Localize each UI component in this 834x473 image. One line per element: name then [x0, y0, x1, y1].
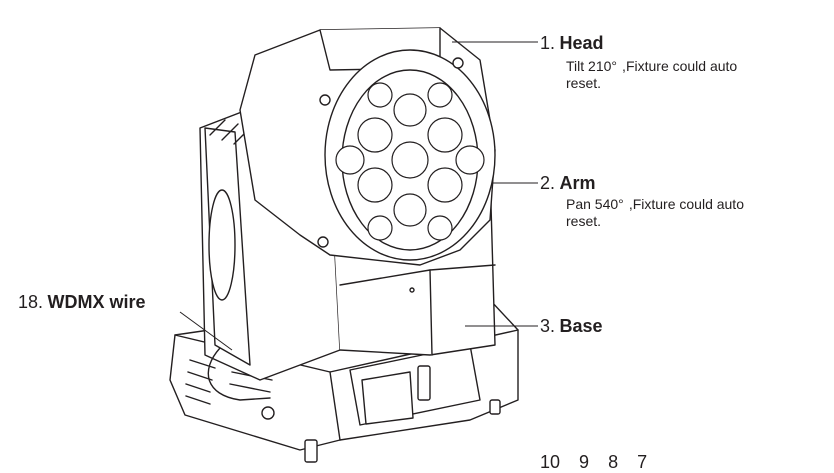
- callout-head-description: Tilt 210° ,Fixture could auto reset.: [566, 58, 737, 92]
- callout-base-name: Base: [559, 316, 603, 336]
- callout-wdmx-wire: 18. WDMX wire: [18, 292, 146, 313]
- callout-base-number: 3.: [540, 316, 556, 336]
- lens-array: [335, 82, 485, 241]
- head-illustration: [239, 27, 496, 266]
- wdmx-wire-leader-line: [179, 311, 233, 351]
- callout-number-8: 8: [608, 452, 619, 472]
- callout-arm-desc-line2: reset.: [566, 213, 602, 229]
- callout-arm-description: Pan 540° ,Fixture could auto reset.: [566, 196, 744, 230]
- callout-head-name: Head: [559, 33, 604, 53]
- callout-number-7: 7: [637, 452, 648, 472]
- callout-head-desc-line2: reset.: [566, 75, 602, 91]
- callout-arm-name: Arm: [559, 173, 596, 193]
- callout-arm-desc-line1: Pan 540° ,Fixture could auto: [566, 196, 744, 212]
- callout-arm: 2. Arm: [540, 173, 595, 194]
- callout-number-10: 10: [540, 452, 561, 472]
- bottom-callout-numbers: 10 9 8 7: [540, 452, 661, 473]
- wdmx-wire-illustration: [207, 347, 271, 401]
- callout-head-desc-line1: Tilt 210° ,Fixture could auto: [566, 58, 738, 74]
- callout-base: 3. Base: [540, 316, 603, 337]
- callout-head: 1. Head: [540, 33, 603, 54]
- callout-number-9: 9: [579, 452, 590, 472]
- callout-arm-number: 2.: [540, 173, 556, 193]
- callout-head-number: 1.: [540, 33, 556, 53]
- callout-wdmx-wire-name: WDMX wire: [47, 292, 146, 312]
- callout-wdmx-wire-number: 18.: [18, 292, 44, 312]
